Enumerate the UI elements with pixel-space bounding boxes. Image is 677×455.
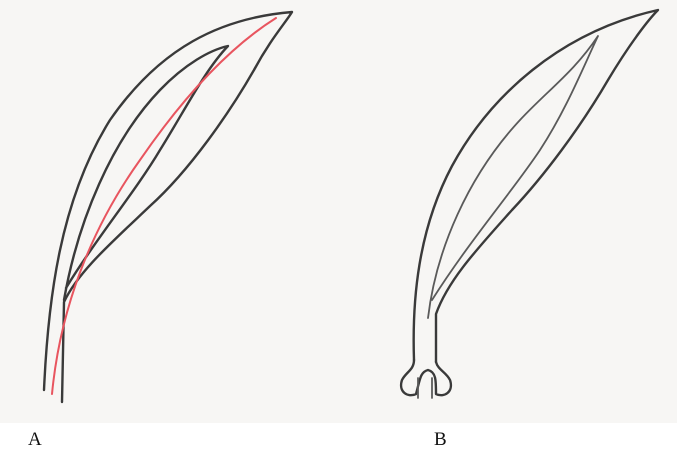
leaf-drawings bbox=[0, 0, 677, 423]
panel-b-label: B bbox=[434, 430, 447, 450]
panel-a-drawing bbox=[44, 12, 292, 402]
panel-b-outer-outline bbox=[414, 10, 658, 362]
panel-a-inner-vein bbox=[64, 46, 228, 300]
panel-b-drawing bbox=[401, 10, 658, 398]
panel-b-inner-vein bbox=[428, 36, 598, 318]
panel-a-label: A bbox=[28, 430, 42, 450]
panel-b-base-stalk bbox=[401, 360, 451, 395]
panel-a-red-line bbox=[52, 18, 276, 394]
panel-a-outer-outline bbox=[44, 12, 292, 402]
